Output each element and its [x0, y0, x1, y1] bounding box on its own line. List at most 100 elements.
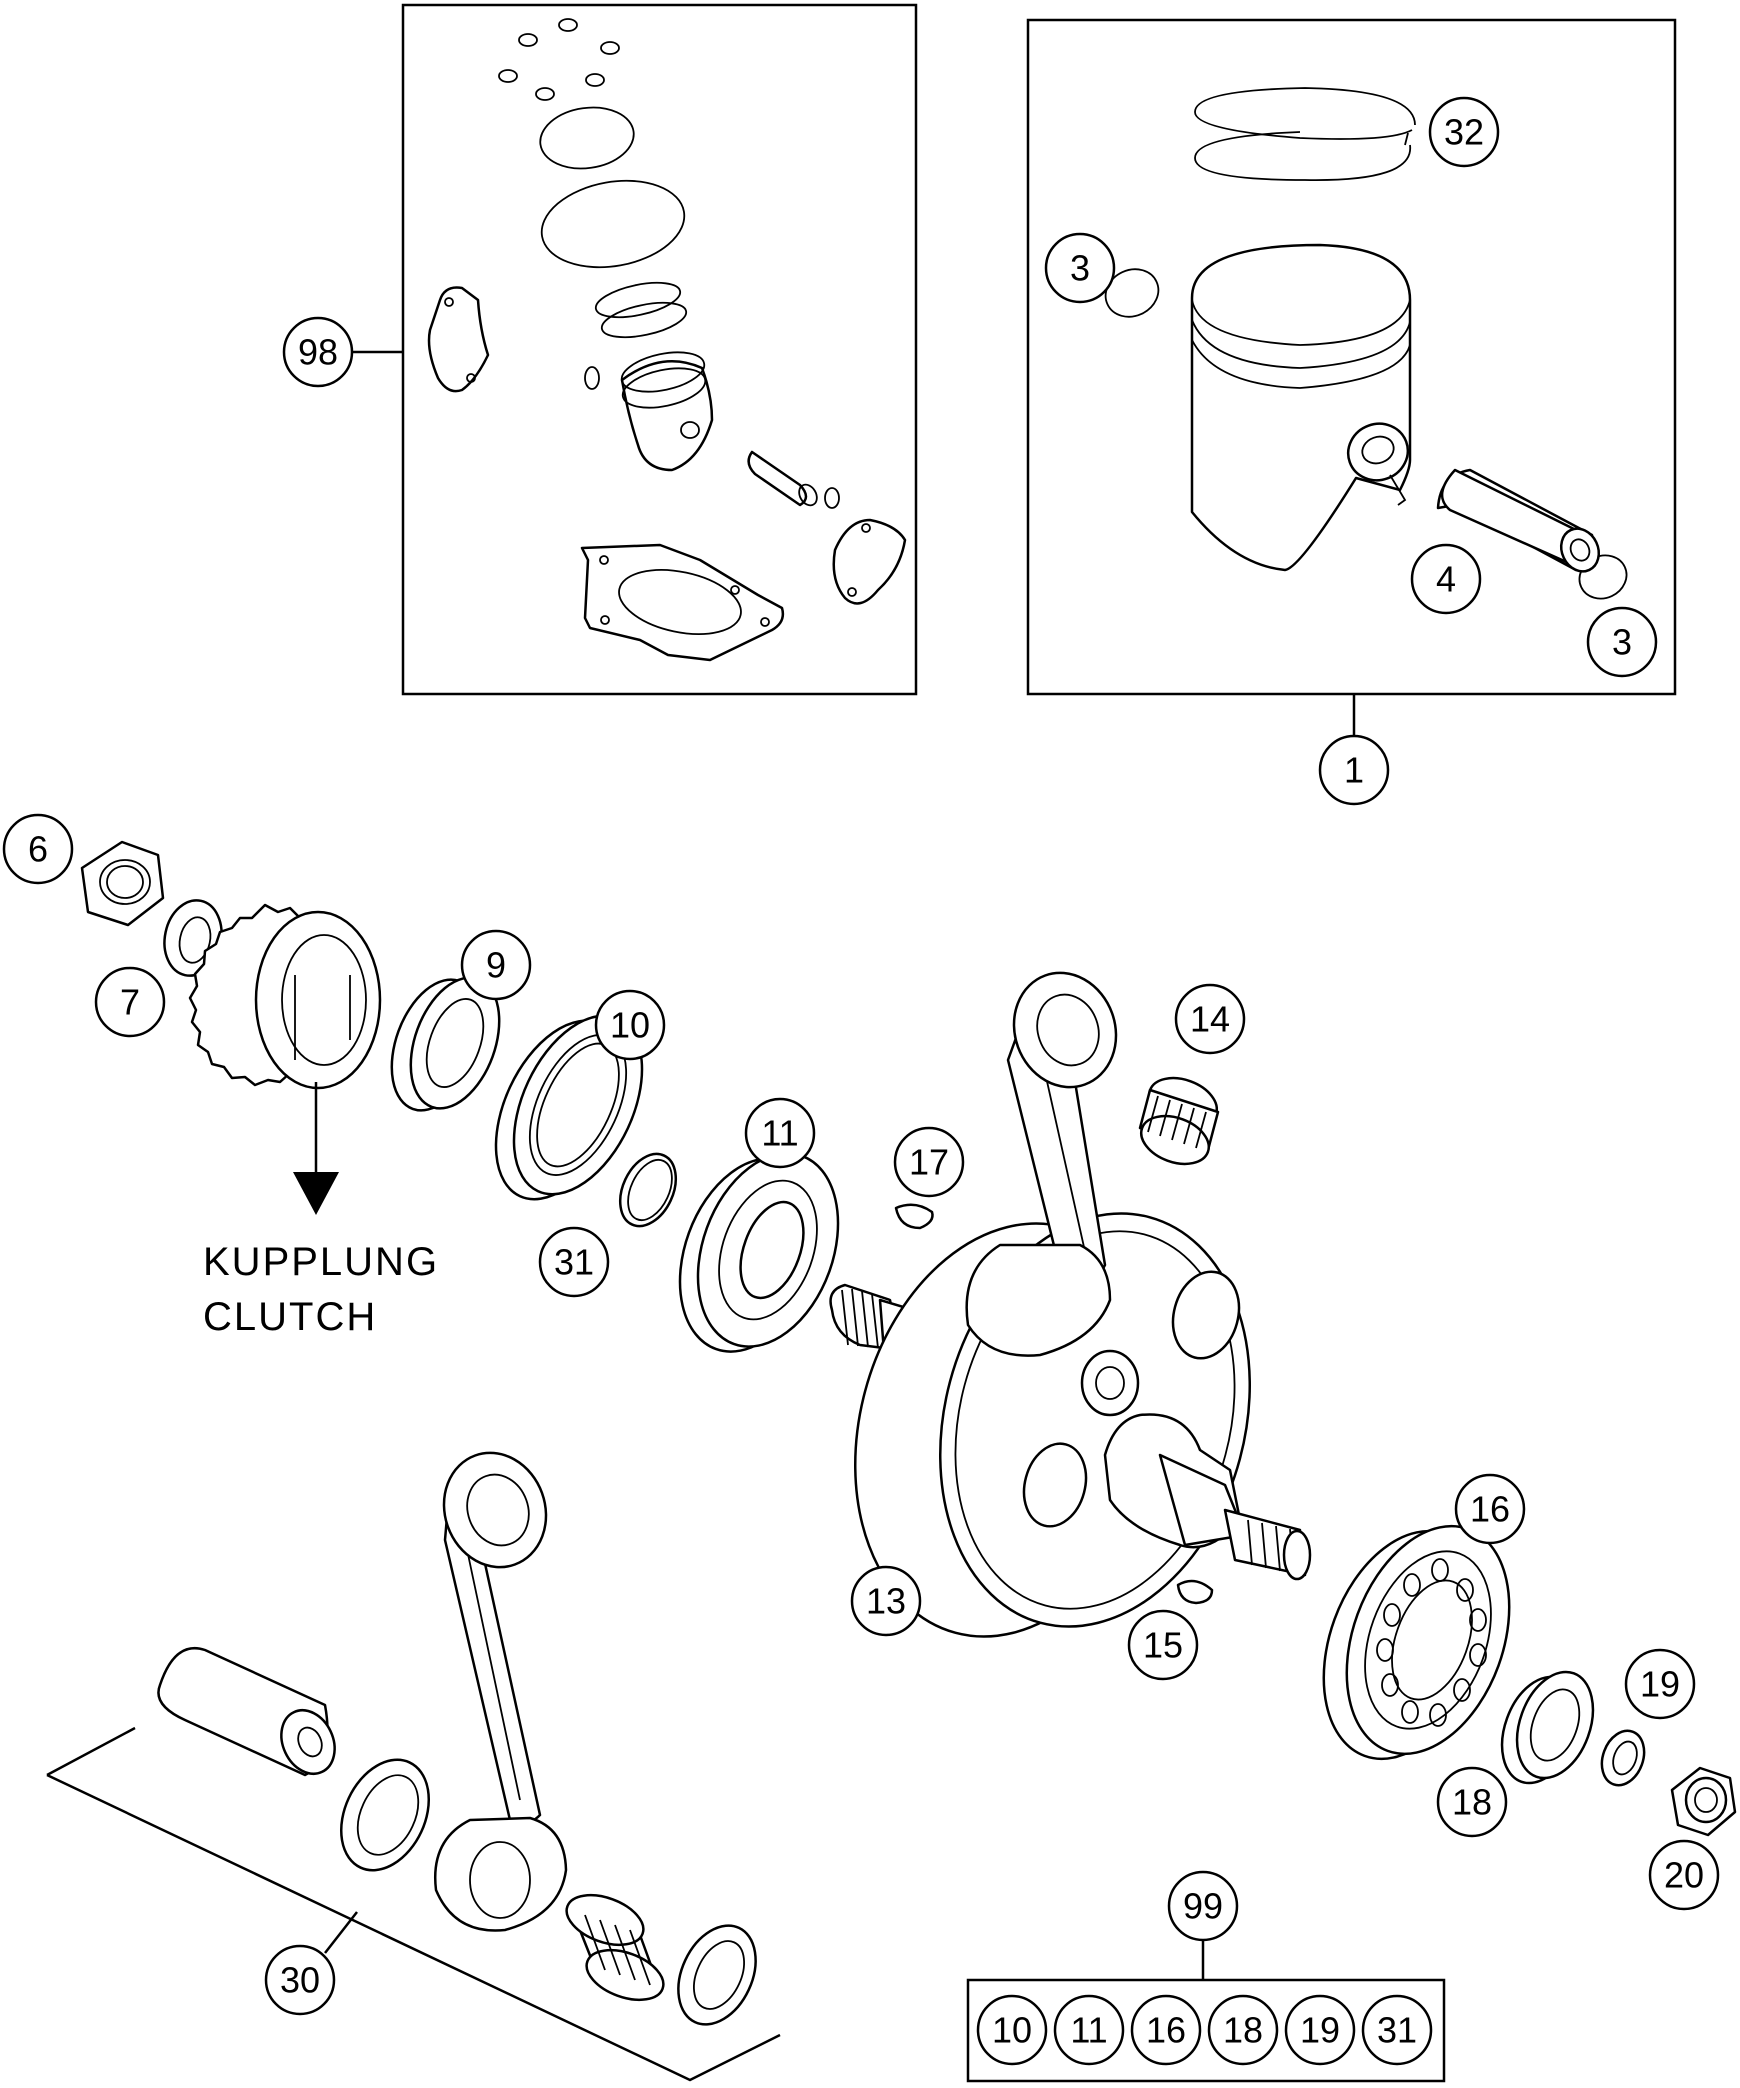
svg-text:20: 20 — [1664, 1855, 1704, 1896]
oring-31 — [618, 1152, 678, 1228]
collar-nut-20 — [1670, 1766, 1737, 1837]
svg-text:11: 11 — [761, 1113, 798, 1154]
thrust-washer-left — [339, 1758, 431, 1872]
spacer-18 — [1500, 1670, 1595, 1785]
callout-3-right: 3 — [1586, 606, 1658, 678]
conrod-kit-needle-bearing — [565, 1893, 665, 2002]
callout-4: 4 — [1410, 543, 1482, 615]
svg-text:6: 6 — [28, 829, 48, 870]
callout-9: 9 — [460, 929, 532, 1001]
svg-text:19: 19 — [1300, 2010, 1340, 2051]
callout-6: 6 — [2, 813, 74, 885]
svg-text:17: 17 — [909, 1142, 949, 1183]
clutch-arrow — [293, 1082, 339, 1215]
kit-99-item: 19 — [1284, 1994, 1356, 2066]
callout-1: 1 — [1318, 734, 1390, 806]
kit-circlip-2 — [824, 487, 840, 509]
bearing-rollers — [1376, 1558, 1487, 1727]
crankshaft-13 — [829, 971, 1312, 1638]
piston-rings — [1194, 87, 1416, 181]
svg-text:13: 13 — [866, 1581, 906, 1622]
kit-99-item: 31 — [1361, 1994, 1433, 2066]
head-oring-small — [539, 106, 635, 170]
woodruff-key-15 — [1176, 1579, 1214, 1605]
svg-text:30: 30 — [280, 1960, 320, 2001]
kit-wrist-pin — [747, 450, 818, 507]
callout-30: 30 — [264, 1944, 336, 2016]
gasket-kit-98-box — [401, 3, 918, 696]
callout-15: 15 — [1127, 1609, 1199, 1681]
leader-30 — [324, 1911, 358, 1954]
shaft-seal-10 — [494, 1014, 644, 1201]
thrust-washer-right — [677, 1924, 757, 2026]
svg-text:18: 18 — [1223, 2010, 1263, 2051]
svg-text:7: 7 — [120, 982, 140, 1023]
svg-text:11: 11 — [1070, 2010, 1107, 2051]
kit-piston-rings — [594, 281, 688, 339]
svg-text:9: 9 — [486, 945, 506, 986]
head-oring-large — [540, 179, 686, 269]
svg-text:10: 10 — [992, 2010, 1032, 2051]
hex-nut-6 — [80, 840, 165, 927]
callout-32: 32 — [1428, 96, 1500, 168]
svg-text:99: 99 — [1183, 1886, 1223, 1927]
svg-text:98: 98 — [298, 332, 338, 373]
callout-99: 99 — [1167, 1870, 1239, 1942]
svg-text:14: 14 — [1190, 999, 1230, 1040]
kit-99-box: 10 11 16 18 19 31 — [966, 1978, 1446, 2083]
svg-text:1: 1 — [1344, 750, 1364, 791]
svg-text:16: 16 — [1146, 2010, 1186, 2051]
callout-7: 7 — [94, 966, 166, 1038]
circlip-left — [1104, 268, 1160, 318]
callout-98: 98 — [282, 316, 354, 388]
svg-text:31: 31 — [554, 1242, 594, 1283]
kit-piston — [620, 351, 714, 472]
callout-18: 18 — [1436, 1766, 1508, 1838]
svg-text:19: 19 — [1640, 1664, 1680, 1705]
ball-bearing-11 — [678, 1152, 840, 1353]
wrist-pin — [1436, 468, 1601, 573]
callout-11: 11 — [744, 1097, 816, 1169]
exhaust-gasket-left — [427, 286, 490, 393]
svg-text:10: 10 — [610, 1005, 650, 1046]
kit-99-item: 10 — [976, 1994, 1048, 2066]
kit-99-item: 16 — [1130, 1994, 1202, 2066]
callout-14: 14 — [1174, 983, 1246, 1055]
conrod-kit-pin — [157, 1647, 336, 1777]
svg-text:15: 15 — [1143, 1625, 1183, 1666]
svg-text:3: 3 — [1070, 248, 1090, 289]
kit-99-item: 11 — [1053, 1994, 1125, 2066]
callout-17: 17 — [893, 1126, 965, 1198]
svg-text:16: 16 — [1470, 1489, 1510, 1530]
lock-washer-19 — [1600, 1729, 1646, 1787]
callout-3-left: 3 — [1044, 232, 1116, 304]
callout-16: 16 — [1454, 1473, 1526, 1545]
conrod-kit-30 — [46, 1451, 781, 2082]
clutch-note: KUPPLUNG CLUTCH — [203, 1240, 439, 1339]
callout-19: 19 — [1624, 1648, 1696, 1720]
svg-text:32: 32 — [1444, 112, 1484, 153]
small-orings — [498, 18, 620, 101]
svg-text:18: 18 — [1452, 1782, 1492, 1823]
callout-31: 31 — [538, 1226, 610, 1298]
exhaust-gasket-right — [832, 518, 907, 605]
svg-text:4: 4 — [1436, 559, 1456, 600]
woodruff-key-17 — [894, 1203, 934, 1230]
roller-bearing-16 — [1322, 1524, 1511, 1761]
svg-text:31: 31 — [1377, 2010, 1417, 2051]
primary-gear — [188, 903, 382, 1090]
kit-99-item: 18 — [1207, 1994, 1279, 2066]
cylinder-base-gasket — [580, 543, 785, 662]
svg-text:3: 3 — [1612, 622, 1632, 663]
callout-13: 13 — [850, 1565, 922, 1637]
callout-20: 20 — [1648, 1839, 1720, 1911]
piston-kit-1-box — [1026, 18, 1677, 696]
spacer-9 — [390, 976, 501, 1112]
piston — [1190, 243, 1412, 572]
conrod — [434, 1451, 568, 1932]
needle-bearing-14 — [1138, 1076, 1220, 1166]
kit-circlip — [584, 366, 600, 390]
svg-text:CLUTCH: CLUTCH — [203, 1295, 377, 1339]
svg-text:KUPPLUNG: KUPPLUNG — [203, 1240, 439, 1284]
